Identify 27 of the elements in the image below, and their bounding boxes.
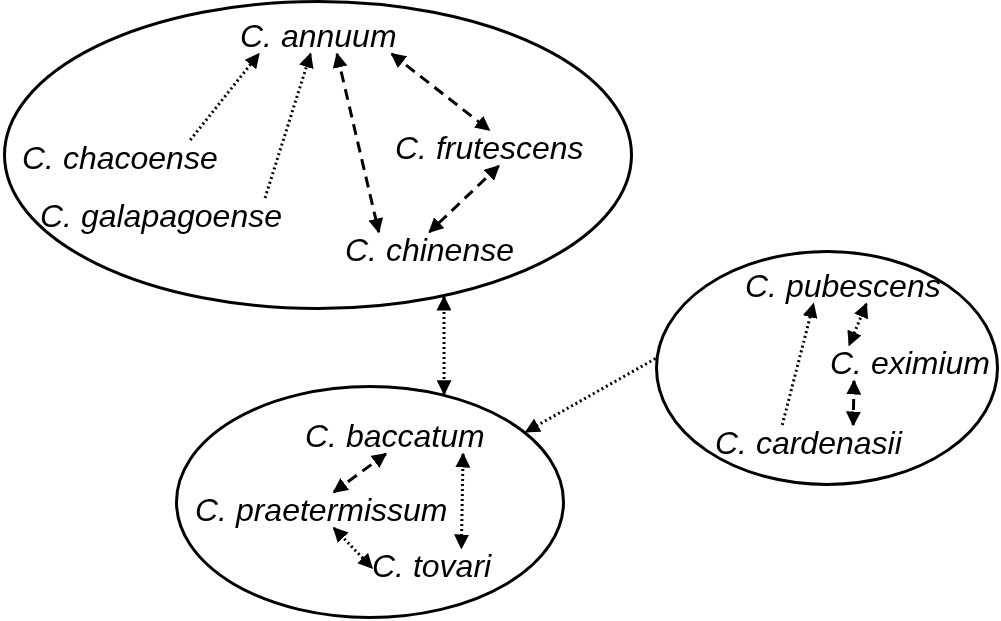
arrow <box>263 52 314 199</box>
arrow <box>390 52 491 132</box>
species-name: C. praetermissum <box>195 492 448 528</box>
species-name: C. tovari <box>372 548 492 584</box>
species-name: C. eximium <box>830 345 990 381</box>
species-name: C. annuum <box>240 18 397 54</box>
arrow <box>847 302 869 347</box>
arrow <box>845 379 862 427</box>
species-name: C. chinense <box>345 232 514 268</box>
arrow <box>332 52 383 234</box>
arrow <box>428 164 500 234</box>
ellipse-outline <box>175 385 565 619</box>
species-name: C. galapagoense <box>40 198 282 234</box>
arrow <box>332 452 388 494</box>
species-name: C. pubescens <box>745 268 941 304</box>
arrow <box>524 357 657 434</box>
species-name: C. frutescens <box>395 130 584 166</box>
ellipse-outline <box>3 0 633 310</box>
arrow <box>780 302 818 426</box>
arrow <box>454 452 471 550</box>
species-name: C. chacoense <box>22 140 218 176</box>
ellipse-outline <box>655 250 999 486</box>
species-name: C. baccatum <box>305 418 485 454</box>
arrow <box>189 52 260 141</box>
species-name: C. cardenasii <box>715 425 902 461</box>
arrow <box>436 295 452 396</box>
arrow <box>332 526 374 569</box>
